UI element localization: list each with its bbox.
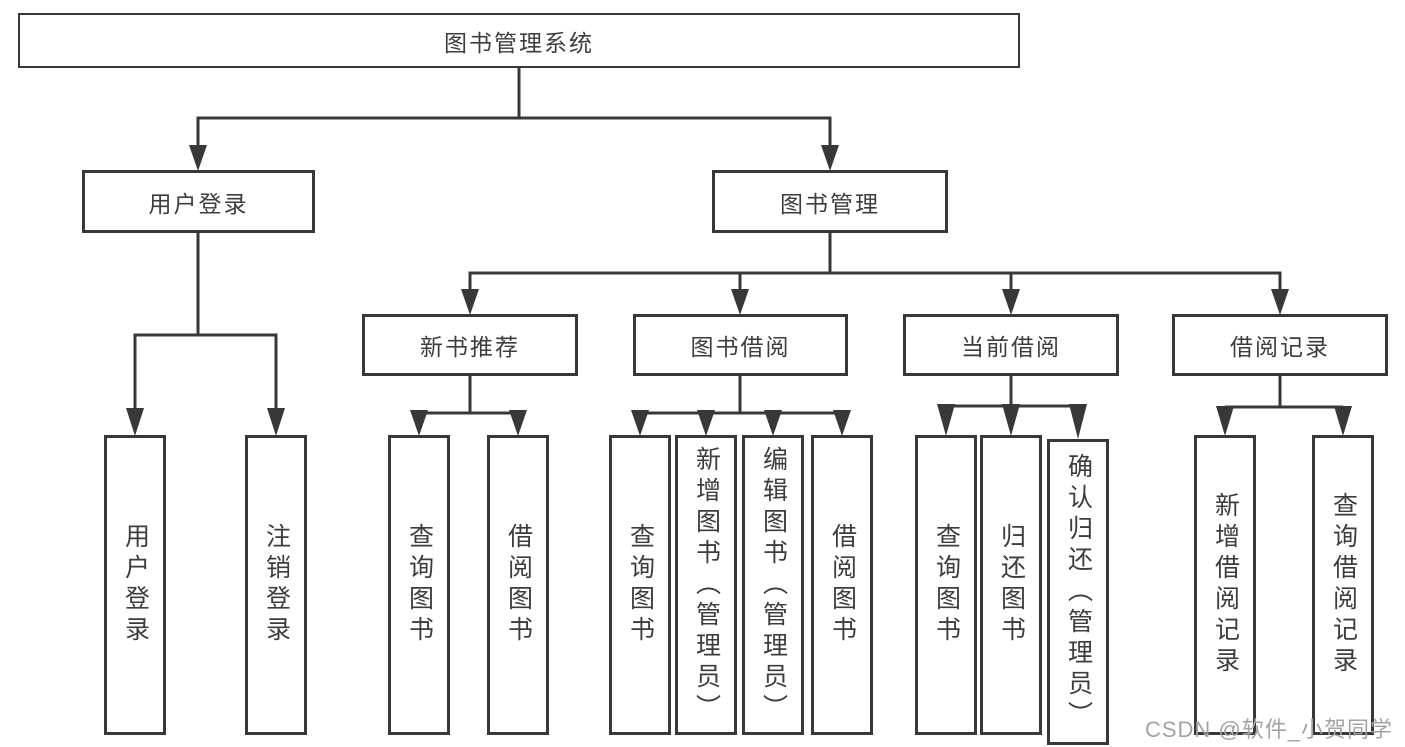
node-user-login: 用户登录 bbox=[82, 170, 315, 233]
leaf-borrow-book-2-label: 借阅图书 bbox=[828, 523, 857, 647]
arrowheads bbox=[126, 145, 1352, 439]
leaf-user-login: 用户登录 bbox=[104, 435, 166, 735]
node-book-borrow: 图书借阅 bbox=[633, 314, 848, 376]
leaf-query-book-2-label: 查询图书 bbox=[626, 523, 655, 647]
leaf-user-login-label: 用户登录 bbox=[121, 523, 150, 647]
leaf-return-book: 归还图书 bbox=[980, 435, 1042, 735]
leaf-query-borrow-record: 查询借阅记录 bbox=[1312, 435, 1374, 735]
leaf-query-book-3-label: 查询图书 bbox=[932, 523, 961, 647]
node-borrow-records: 借阅记录 bbox=[1172, 314, 1388, 376]
node-new-book-recommend: 新书推荐 bbox=[362, 314, 578, 376]
leaf-confirm-return-label: 确认归还（管理员） bbox=[1064, 452, 1093, 732]
node-user-login-label: 用户登录 bbox=[148, 190, 249, 217]
leaf-query-borrow-record-label: 查询借阅记录 bbox=[1329, 492, 1358, 678]
leaf-add-borrow-record-label: 新增借阅记录 bbox=[1211, 492, 1240, 678]
node-book-management: 图书管理 bbox=[712, 170, 948, 233]
node-new-book-recommend-label: 新书推荐 bbox=[420, 334, 520, 360]
leaf-borrow-book-1-label: 借阅图书 bbox=[504, 523, 533, 647]
leaf-borrow-book-1: 借阅图书 bbox=[487, 435, 549, 735]
leaf-logout: 注销登录 bbox=[245, 435, 307, 735]
leaf-add-borrow-record: 新增借阅记录 bbox=[1194, 435, 1256, 735]
node-current-borrow: 当前借阅 bbox=[903, 314, 1119, 376]
leaf-query-book-1: 查询图书 bbox=[388, 435, 450, 735]
leaf-logout-label: 注销登录 bbox=[262, 523, 291, 647]
leaf-edit-book-label: 编辑图书（管理员） bbox=[759, 445, 788, 725]
leaf-add-book: 新增图书（管理员） bbox=[675, 435, 737, 735]
leaf-return-book-label: 归还图书 bbox=[997, 523, 1026, 647]
node-root-label: 图书管理系统 bbox=[444, 29, 594, 56]
node-current-borrow-label: 当前借阅 bbox=[961, 334, 1061, 360]
leaf-add-book-label: 新增图书（管理员） bbox=[692, 445, 721, 725]
node-book-borrow-label: 图书借阅 bbox=[690, 334, 791, 360]
leaf-confirm-return: 确认归还（管理员） bbox=[1047, 439, 1109, 745]
leaf-query-book-2: 查询图书 bbox=[609, 435, 671, 735]
node-root: 图书管理系统 bbox=[18, 13, 1020, 68]
node-book-management-label: 图书管理 bbox=[780, 190, 880, 217]
leaf-query-book-3: 查询图书 bbox=[915, 435, 977, 735]
node-borrow-records-label: 借阅记录 bbox=[1230, 334, 1330, 360]
watermark: CSDN @软件_小贺同学 bbox=[1144, 717, 1393, 742]
leaf-edit-book: 编辑图书（管理员） bbox=[742, 435, 804, 735]
leaf-borrow-book-2: 借阅图书 bbox=[811, 435, 873, 735]
leaf-query-book-1-label: 查询图书 bbox=[405, 523, 434, 647]
